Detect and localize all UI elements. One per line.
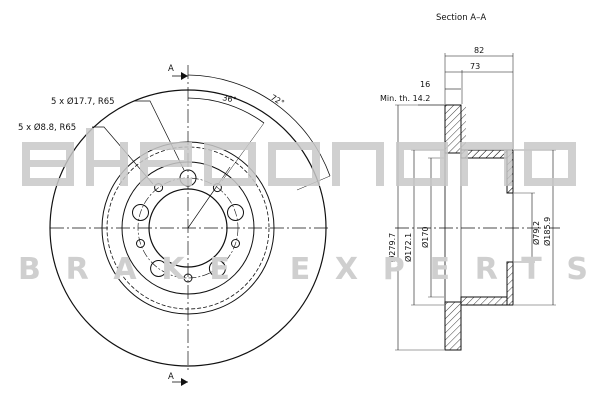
dim-d-outer: Ø279.7: [387, 233, 397, 262]
hole-large-label: 5 x Ø17.7, R65: [51, 96, 115, 107]
front-view: [49, 65, 331, 386]
hole-small-label: 5 x Ø8.8, R65: [18, 122, 76, 133]
watermark-tagline: BRAKE EXPERTS: [18, 252, 588, 287]
angle-36-label: 36°: [222, 93, 238, 105]
section-title: Section A–A: [436, 13, 486, 23]
dim-d-hub: Ø79.2: [531, 221, 541, 245]
dim-d-172: Ø172.1: [403, 233, 413, 262]
dim-d-170: Ø170: [420, 226, 430, 248]
dim-82: 82: [474, 46, 484, 55]
cut-mark-bottom: A: [168, 372, 174, 382]
cut-mark-top: A: [168, 64, 174, 74]
hole-small-group: [136, 183, 240, 283]
dim-min-thickness: Min. th. 14.2: [380, 94, 430, 103]
dim-16: 16: [420, 80, 430, 89]
watermark-logo: [22, 128, 576, 186]
dim-d-hat: Ø185.9: [542, 217, 552, 246]
dim-73: 73: [470, 62, 480, 71]
hole-large-group: [132, 169, 244, 277]
